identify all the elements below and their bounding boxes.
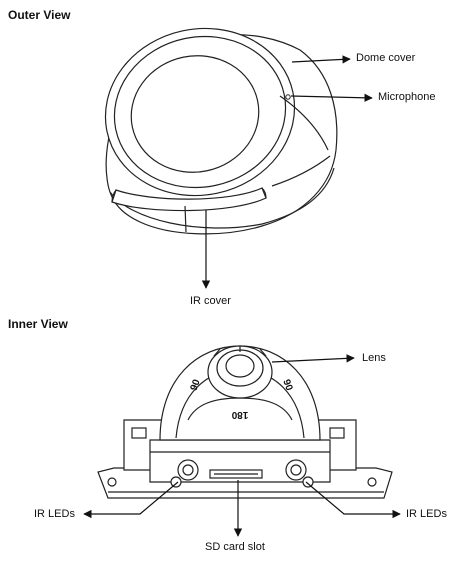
microphone-hole (286, 95, 290, 99)
label-lens: Lens (362, 352, 386, 364)
label-microphone: Microphone (378, 91, 435, 103)
outer-camera-drawing (90, 11, 337, 234)
inner-camera-drawing (98, 346, 392, 498)
lens-glass (226, 355, 254, 377)
marking-bottom: 180 (231, 409, 248, 420)
label-ir-leds-left: IR LEDs (34, 508, 75, 520)
label-ir-cover: IR cover (190, 295, 231, 307)
label-ir-leds-right: IR LEDs (406, 508, 447, 520)
label-dome-cover: Dome cover (356, 52, 415, 64)
label-sd-card-slot: SD card slot (205, 541, 265, 553)
